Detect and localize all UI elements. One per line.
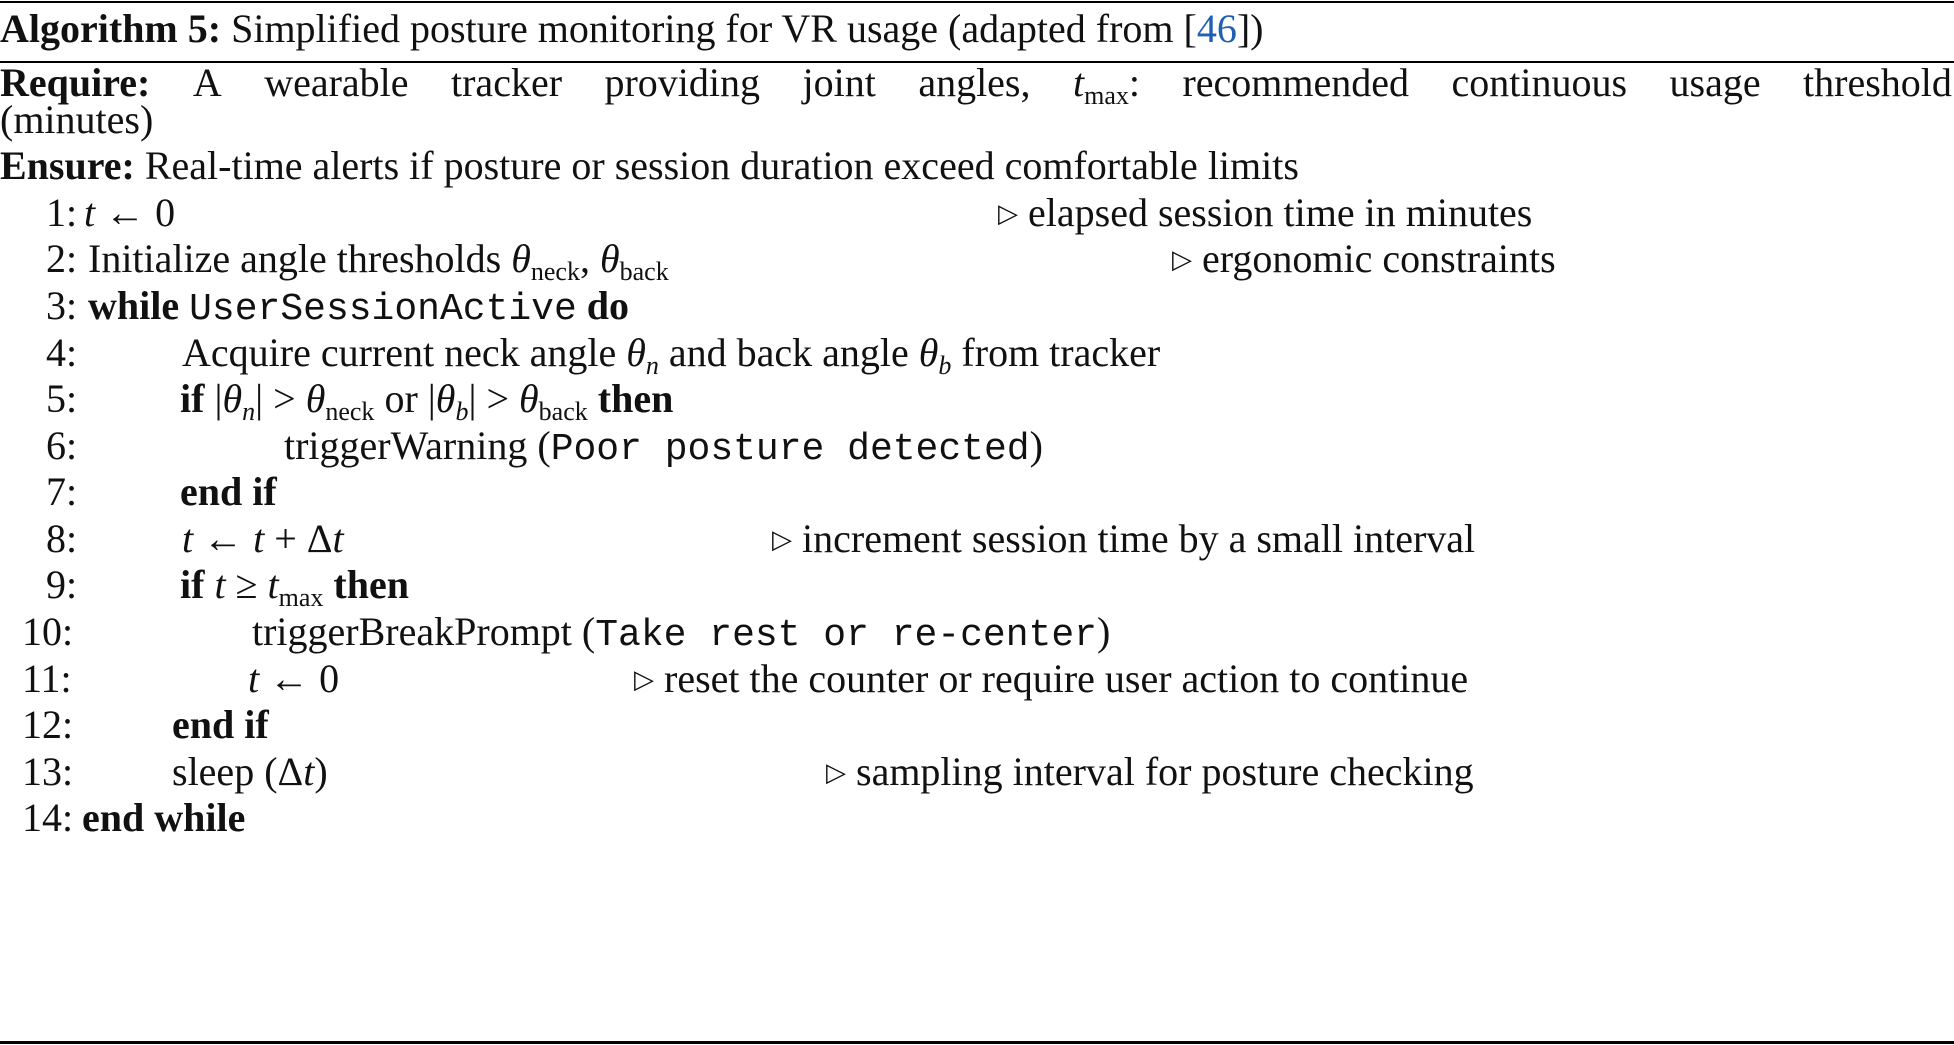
line-number: 9: — [46, 562, 78, 607]
step-comment: ▷increment session time by a small inter… — [772, 516, 1476, 561]
caption-text-end: ]) — [1236, 6, 1264, 51]
require-word: wearable — [264, 60, 409, 105]
step-code: if t ≥ tmax then — [180, 562, 409, 612]
step-code: t ← 0 — [84, 190, 176, 235]
step-code: end if — [172, 702, 269, 747]
step-code: end while — [82, 795, 246, 840]
algorithm-caption: Algorithm 5: Simplified posture monitori… — [0, 6, 1954, 52]
tmax-symbol: tmax: — [1072, 60, 1140, 110]
step-code: triggerBreakPrompt (Take rest or re-cent… — [252, 609, 1111, 657]
top-rule — [0, 1, 1954, 3]
caption-label: Algorithm 5: — [0, 6, 222, 51]
require-word: providing — [604, 60, 761, 105]
require-justified: Require: A wearable tracker providing jo… — [0, 60, 1952, 110]
require-line: Require: A wearable tracker providing jo… — [0, 60, 1954, 110]
comment-triangle-icon: ▷ — [998, 199, 1018, 229]
comment-triangle-icon: ▷ — [826, 758, 846, 788]
ensure-label: Ensure: — [0, 143, 135, 188]
line-number: 3: — [46, 283, 78, 328]
caption-text: Simplified posture monitoring for VR usa… — [231, 6, 1197, 51]
step-code: sleep (Δt) — [172, 749, 328, 794]
require-word: threshold — [1803, 60, 1952, 105]
step-code: t ← t + Δt — [182, 516, 344, 561]
comment-triangle-icon: ▷ — [634, 665, 654, 695]
line-number: 5: — [46, 376, 78, 421]
line-number: 1: — [46, 190, 78, 235]
line-number: 4: — [46, 330, 78, 375]
line-number: 13: — [22, 749, 74, 794]
require-word: tracker — [451, 60, 563, 105]
step-code: end if — [180, 469, 277, 514]
comment-triangle-icon: ▷ — [1172, 245, 1192, 275]
line-number: 7: — [46, 469, 78, 514]
citation-link[interactable]: 46 — [1196, 6, 1237, 51]
caption-rule — [0, 61, 1954, 63]
step-comment: ▷ergonomic constraints — [1172, 236, 1556, 281]
line-number: 14: — [22, 795, 74, 840]
line-number: 12: — [22, 702, 74, 747]
step-code: Acquire current neck angle θn and back a… — [182, 330, 1161, 380]
step-code: triggerWarning (Poor posture detected) — [284, 423, 1043, 471]
require-word: usage — [1669, 60, 1761, 105]
require-word: recommended — [1182, 60, 1410, 105]
require-label: Require: — [0, 60, 151, 105]
require-word: continuous — [1451, 60, 1628, 105]
step-code: t ← 0 — [248, 656, 340, 701]
require-word: angles, — [918, 60, 1031, 105]
require-word: A — [192, 60, 222, 105]
line-number: 6: — [46, 423, 78, 468]
step-code: while UserSessionActive do — [88, 283, 630, 331]
step-comment: ▷elapsed session time in minutes — [998, 190, 1533, 235]
step-comment: ▷reset the counter or require user actio… — [634, 656, 1469, 701]
comment-triangle-icon: ▷ — [772, 525, 792, 555]
ensure-line: Ensure: Real-time alerts if posture or s… — [0, 143, 1954, 189]
step-code: if |θn| > θneck or |θb| > θback then — [180, 376, 674, 426]
ensure-text: Real-time alerts if posture or session d… — [144, 143, 1299, 188]
line-number: 2: — [46, 236, 78, 281]
require-continuation-text: (minutes) — [0, 97, 154, 142]
line-number: 11: — [22, 656, 72, 701]
require-word: joint — [802, 60, 876, 105]
step-comment: ▷sampling interval for posture checking — [826, 749, 1474, 794]
line-number: 8: — [46, 516, 78, 561]
require-continuation: (minutes) — [0, 97, 1954, 143]
bottom-rule — [0, 1041, 1954, 1044]
step-code: Initialize angle thresholds θneck, θback — [88, 236, 669, 286]
line-number: 10: — [22, 609, 74, 654]
